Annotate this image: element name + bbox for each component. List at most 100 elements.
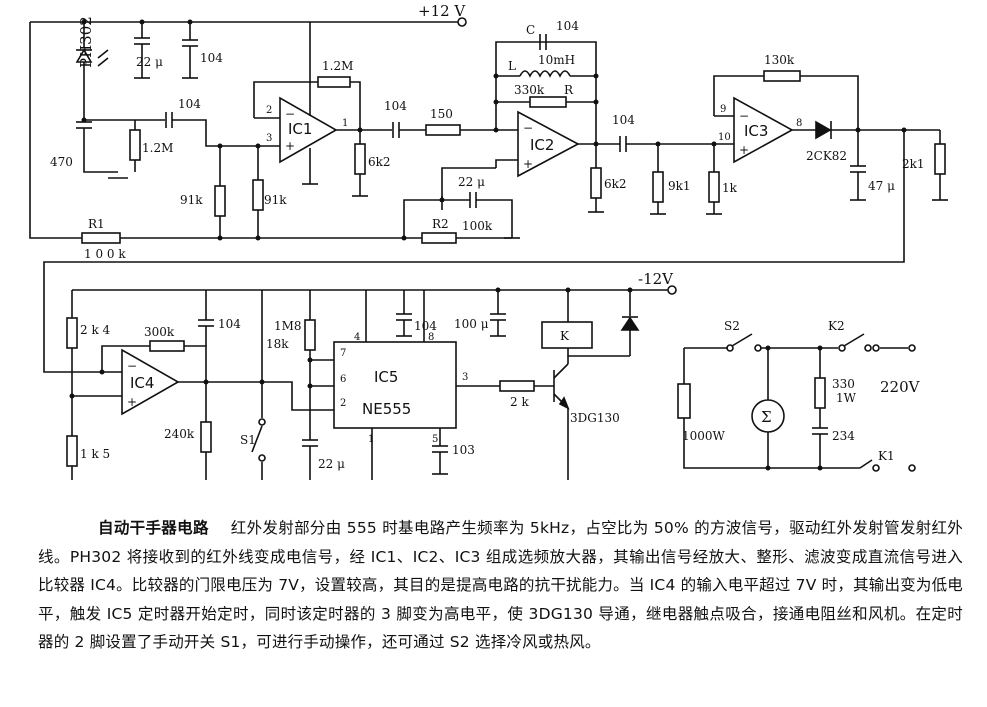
component-label: 8 (428, 332, 434, 343)
component-label: 300k (144, 325, 175, 339)
component-label: 10mH (538, 53, 575, 67)
component-label: 3DG130 (570, 411, 620, 425)
component-label: 7 (340, 348, 346, 359)
ic2-label: IC2 (530, 136, 554, 154)
wire-segment (499, 380, 535, 392)
wire-segment (129, 129, 141, 161)
component-label: 470 (50, 155, 73, 169)
ic5-label: IC5 (374, 368, 398, 386)
component-label: 100k (462, 219, 493, 233)
component-label: 1 0 0 k (84, 247, 126, 261)
component-label: 220V (880, 378, 921, 396)
component-label: 104 (556, 19, 579, 33)
component-label: 6k2 (368, 155, 391, 169)
wire-segment (421, 232, 457, 244)
wire-segment (83, 128, 118, 173)
component-label: R1 (88, 217, 105, 231)
component-label: 1.2M (142, 141, 173, 155)
component-label: + (285, 139, 295, 153)
component-label: 1.2M (322, 59, 353, 73)
wire-segment (529, 96, 567, 108)
component-label: 22 μ (458, 175, 485, 189)
component-label: + (739, 143, 749, 157)
component-label: 130k (764, 53, 795, 67)
wire-segment (838, 344, 846, 352)
component-label: 91k (180, 193, 203, 207)
wire-segment (590, 167, 602, 199)
wire-segment (814, 377, 826, 409)
wire-segment (253, 81, 318, 118)
wire-segment (200, 421, 212, 453)
component-label: 9k1 (668, 179, 691, 193)
wire-segment (354, 143, 366, 175)
wire-segment (139, 19, 145, 25)
wire-segment (713, 75, 764, 116)
wire-segment (934, 143, 946, 175)
component-label: − (285, 107, 295, 121)
wire-segment (350, 81, 361, 130)
relay-k (541, 321, 593, 349)
wire-segment (66, 435, 78, 467)
wire-segment (731, 333, 753, 347)
component-label: K1 (878, 449, 895, 463)
component-label: 330 (832, 377, 855, 391)
component-label: 2 (266, 105, 272, 116)
component-label: 1 (342, 118, 348, 129)
component-label: 104 (178, 97, 201, 111)
vcc-terminal (457, 17, 467, 27)
component-label: 5 (432, 434, 438, 445)
wire-segment (258, 418, 266, 426)
wire-segment (593, 99, 599, 105)
component-label: 2 (340, 398, 346, 409)
wire-segment (565, 287, 571, 293)
component-label: L (508, 59, 516, 73)
wire-segment (708, 171, 720, 203)
component-label: 22 μ (136, 55, 163, 69)
caption-title: 自动干手器电路 (98, 519, 209, 537)
wire-segment (255, 143, 261, 149)
component-label: 100 μ (454, 317, 489, 331)
wire-segment (800, 75, 859, 130)
component-label: S2 (724, 319, 740, 333)
circuit-schematic: +12 V PH302 22 μ 104 470 104 1.2M IC1 − … (29, 2, 948, 480)
wire-segment (593, 73, 599, 79)
wire-segment (187, 19, 193, 25)
wire-segment (439, 197, 445, 203)
wire-segment (872, 464, 880, 472)
component-label: − (523, 121, 533, 135)
component-label: 104 (200, 51, 223, 65)
component-label: 4 (354, 332, 360, 343)
component-label: 8 (796, 118, 802, 129)
component-label: 9 (720, 104, 726, 115)
ic5-ne555 (333, 341, 457, 429)
wire-segment (172, 119, 254, 147)
wire-segment (217, 143, 223, 149)
wire-segment (184, 345, 207, 382)
wire-segment (317, 76, 351, 88)
fan-motor-symbol: Σ (761, 408, 772, 426)
vee-label: -12V (638, 270, 674, 288)
wire-segment (864, 344, 872, 352)
component-label: 6k2 (604, 177, 627, 191)
ne555-label: NE555 (362, 400, 411, 418)
wire-segment (495, 159, 518, 168)
wire-segment (519, 70, 571, 78)
wire-segment (251, 425, 263, 453)
wire-segment (262, 381, 334, 411)
ic4-opamp (121, 348, 180, 416)
component-label: K (560, 329, 570, 343)
ic4-label: IC4 (130, 374, 154, 392)
component-label: R2 (432, 217, 449, 231)
component-label: 240k (164, 427, 195, 441)
component-label: − (739, 109, 749, 123)
component-label: 2 k (510, 395, 529, 409)
wire-segment (29, 22, 82, 239)
wire-segment (908, 344, 916, 352)
wire-segment (558, 396, 570, 410)
wire-segment (493, 99, 499, 105)
wire-segment (652, 171, 664, 203)
wire-segment (815, 120, 832, 140)
component-label: + (523, 157, 533, 171)
wire-segment (843, 333, 865, 347)
wire-segment (214, 185, 226, 217)
